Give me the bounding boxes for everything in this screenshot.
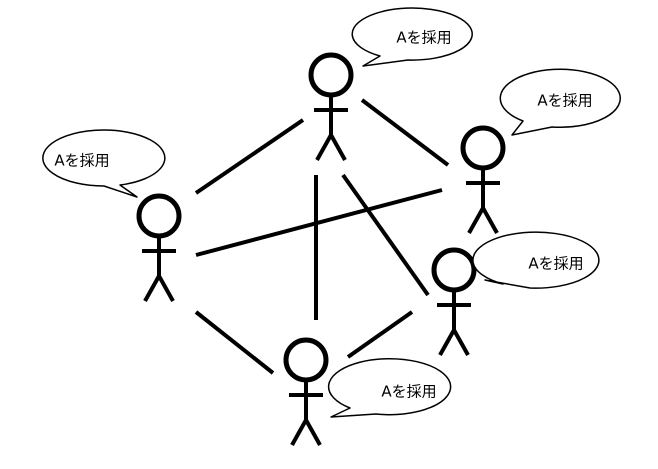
- person-left: [136, 193, 182, 302]
- speech-text: Aを採用: [537, 92, 592, 110]
- connection-line: [346, 310, 414, 359]
- speech-bubble: Aを採用: [42, 129, 166, 198]
- connection-line: [341, 173, 430, 297]
- connection-line: [194, 310, 275, 375]
- speech-bubble: Aを採用: [472, 231, 600, 289]
- person-right-upper: [460, 125, 506, 234]
- speech-bubble: Aを採用: [351, 7, 473, 67]
- connections: [194, 98, 450, 375]
- speech-text: Aを採用: [396, 29, 451, 47]
- speech-text: Aを採用: [528, 255, 583, 273]
- connection-line: [194, 118, 305, 195]
- speech-bubble: Aを採用: [499, 68, 622, 136]
- person-top: [308, 52, 354, 161]
- person-right-lower: [431, 247, 477, 356]
- speech-text: Aを採用: [381, 383, 436, 401]
- speech-bubble: Aを採用: [327, 357, 452, 418]
- connection-line: [195, 188, 443, 257]
- person-bottom: [283, 337, 329, 446]
- speech-text: Aを採用: [54, 152, 109, 170]
- connection-line: [360, 98, 450, 167]
